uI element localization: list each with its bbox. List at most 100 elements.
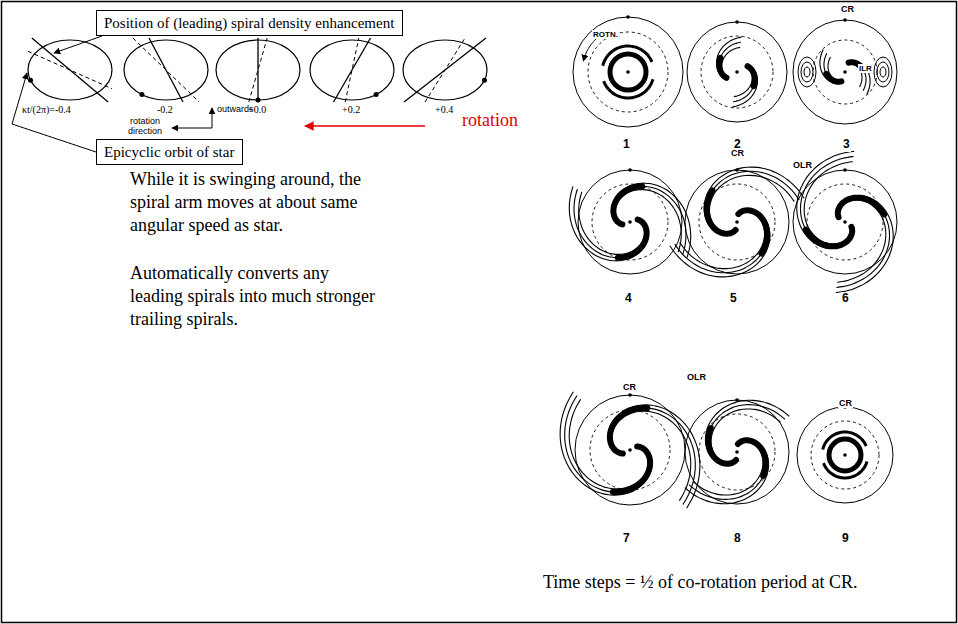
panel-number: 6 — [841, 292, 850, 306]
center-dot — [843, 70, 847, 74]
density-contour — [877, 62, 889, 82]
star-dot — [256, 98, 261, 103]
dashed-line — [345, 38, 359, 102]
spiral-arm-contour — [612, 183, 691, 257]
spiral-arm-contour — [608, 405, 700, 508]
panel-annotation: ILR — [858, 64, 873, 73]
spiral-arm-contour — [705, 400, 789, 465]
center-dot — [735, 70, 739, 74]
center-dot — [735, 450, 739, 454]
spiral-arm-contour — [680, 212, 765, 269]
density-line — [404, 38, 486, 102]
spiral-panel — [670, 167, 804, 277]
density-arc — [604, 79, 653, 98]
spiral-arm-contour — [820, 50, 841, 84]
panel-number: 3 — [842, 138, 851, 152]
corotation-circle — [588, 32, 668, 112]
density-line — [257, 38, 258, 102]
phase-label: -0.2 — [157, 104, 173, 116]
density-arc — [823, 432, 867, 449]
spiral-arm-contour — [709, 175, 794, 232]
panel-annotation: OLR — [792, 160, 813, 170]
outer-circle — [575, 395, 685, 505]
panel-number: 1 — [622, 138, 631, 152]
body-text: While it is swinging around, the spiral … — [130, 168, 380, 237]
leader-arrow — [54, 36, 102, 53]
corotation-circle — [592, 184, 668, 260]
center-dot — [626, 70, 630, 74]
edge-dot — [735, 20, 739, 24]
density-ring — [829, 439, 861, 471]
spiral-arm-contour — [828, 57, 842, 80]
panel-annotation: CR — [840, 4, 855, 14]
outer-circle — [793, 20, 897, 124]
epicycle-sequence — [28, 38, 487, 103]
leader-arrow — [12, 73, 96, 152]
panel-annotation: ROTN. — [592, 30, 619, 39]
phase-label: +0.4 — [435, 104, 453, 116]
panel-number: 7 — [622, 532, 631, 546]
spiral-arm-contour — [722, 47, 740, 77]
density-arc — [603, 46, 652, 66]
edge-dot — [628, 393, 632, 397]
star-dot — [139, 92, 144, 97]
spiral-arm-contour — [569, 186, 648, 260]
spiral-arm-contour — [824, 53, 841, 81]
density-contour — [804, 67, 810, 77]
spiral-panel — [797, 405, 893, 503]
panel-annotation: CR — [838, 398, 853, 408]
density-contour — [874, 57, 892, 87]
outwards-arrow — [212, 108, 213, 128]
figure-caption: Time steps = ½ of co-rotation period at … — [543, 572, 857, 593]
panel-annotation: OLR — [686, 372, 707, 382]
spiral-arm-contour — [685, 439, 769, 504]
spiral-arm-contour — [711, 409, 780, 462]
callout-box: Position of (leading) spiral density enh… — [96, 10, 403, 36]
spiral-arm-contour — [693, 442, 762, 495]
spiral-panel — [793, 151, 897, 292]
rotation-label: rotation — [462, 110, 518, 131]
spiral-panel — [793, 18, 897, 124]
panel-annotation: CR — [622, 382, 637, 392]
outer-circle — [573, 17, 683, 127]
rotation-direction-arrow — [172, 128, 212, 129]
edge-dot — [626, 15, 630, 19]
corotation-circle — [590, 410, 670, 490]
density-line — [334, 38, 371, 102]
corotation-circle — [701, 36, 773, 108]
spiral-panel — [560, 392, 700, 508]
spiral-arm-contour — [734, 67, 752, 97]
center-dot — [735, 220, 739, 224]
spiral-arm-contour — [717, 37, 742, 78]
epicyclic-orbit — [28, 40, 112, 100]
dashed-line — [249, 38, 267, 102]
outer-circle — [685, 400, 789, 504]
panel-number: 5 — [729, 292, 738, 306]
center-dot — [628, 448, 632, 452]
density-ring — [610, 54, 646, 90]
spiral-arm-contour — [689, 440, 766, 499]
spiral-arm-contour — [569, 399, 648, 489]
star-dot — [28, 78, 33, 83]
dashed-line — [133, 38, 199, 102]
phase-label: +0.2 — [342, 104, 360, 116]
spiral-arm-contour — [670, 209, 770, 277]
corotation-circle — [807, 184, 883, 260]
star-dot — [374, 92, 379, 97]
body-text: Automatically converts any leading spira… — [130, 262, 380, 331]
spiral-arm-core — [613, 186, 642, 224]
spiral-arm-contour — [565, 395, 650, 492]
spiral-arm-contour — [560, 392, 652, 495]
panel-number: 8 — [733, 532, 742, 546]
center-dot — [628, 220, 632, 224]
spiral-panel — [569, 168, 690, 274]
axis-label: rotation direction — [122, 116, 168, 137]
callout-box: Epicyclic orbit of star — [96, 139, 243, 165]
star-dot — [482, 78, 487, 83]
rotation-arrow — [305, 125, 425, 127]
density-arc — [823, 461, 867, 478]
axis-label: outwards — [217, 104, 254, 114]
outer-circle — [793, 170, 897, 274]
outer-circle — [687, 22, 787, 122]
callout-text: Epicyclic orbit of star — [104, 143, 234, 161]
